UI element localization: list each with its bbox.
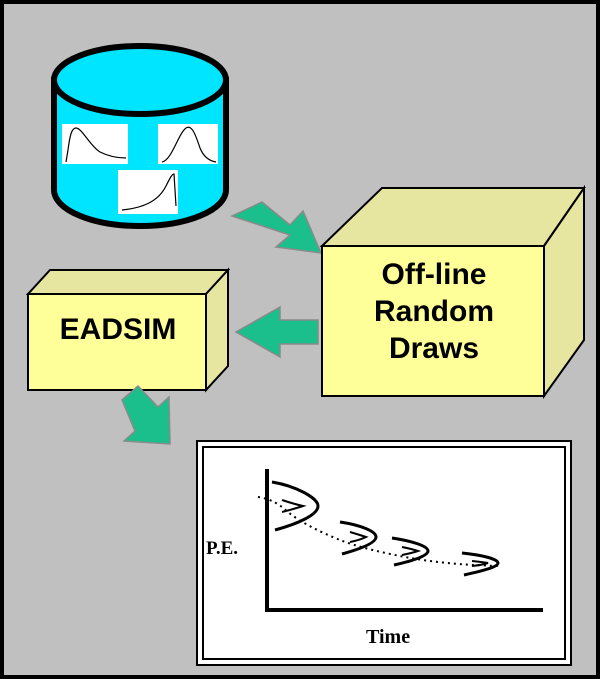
database-to-draws-arrow (229, 201, 323, 254)
database-cylinder (51, 43, 229, 229)
decaying-curve-icon (62, 124, 128, 164)
eadsim-box-top (25, 269, 231, 295)
random-draws-label-line1: Off-line (381, 258, 487, 291)
eadsim-box-front (27, 293, 207, 391)
random-draws-box-top (319, 187, 586, 247)
eadsim-to-chart-arrow (121, 384, 171, 445)
distribution-glyph (391, 536, 430, 567)
database-top (51, 43, 229, 117)
random-draws-label-line3: Draws (388, 332, 480, 365)
distribution-glyph (461, 551, 500, 577)
eadsim-box (25, 267, 231, 393)
draws-to-eadsim-arrow (234, 305, 319, 359)
mean-trend-line (257, 496, 501, 567)
random-draws-label-line2: Random (374, 295, 494, 328)
random-draws-box-front (321, 245, 545, 397)
rising-curve-icon (118, 170, 178, 214)
output-chart-inner-border (202, 446, 566, 660)
eadsim-label: EADSIM (59, 313, 177, 346)
database-body (51, 77, 229, 229)
x-axis-label: Time (366, 626, 411, 648)
output-chart (196, 440, 572, 666)
distribution-glyph (339, 520, 378, 556)
distribution-glyph (271, 480, 320, 532)
y-axis-label: P.E. (206, 538, 239, 559)
random-draws-box (319, 184, 586, 400)
random-draws-label: Off-line Random Draws (322, 256, 546, 367)
bell-curve-icon (158, 124, 218, 164)
